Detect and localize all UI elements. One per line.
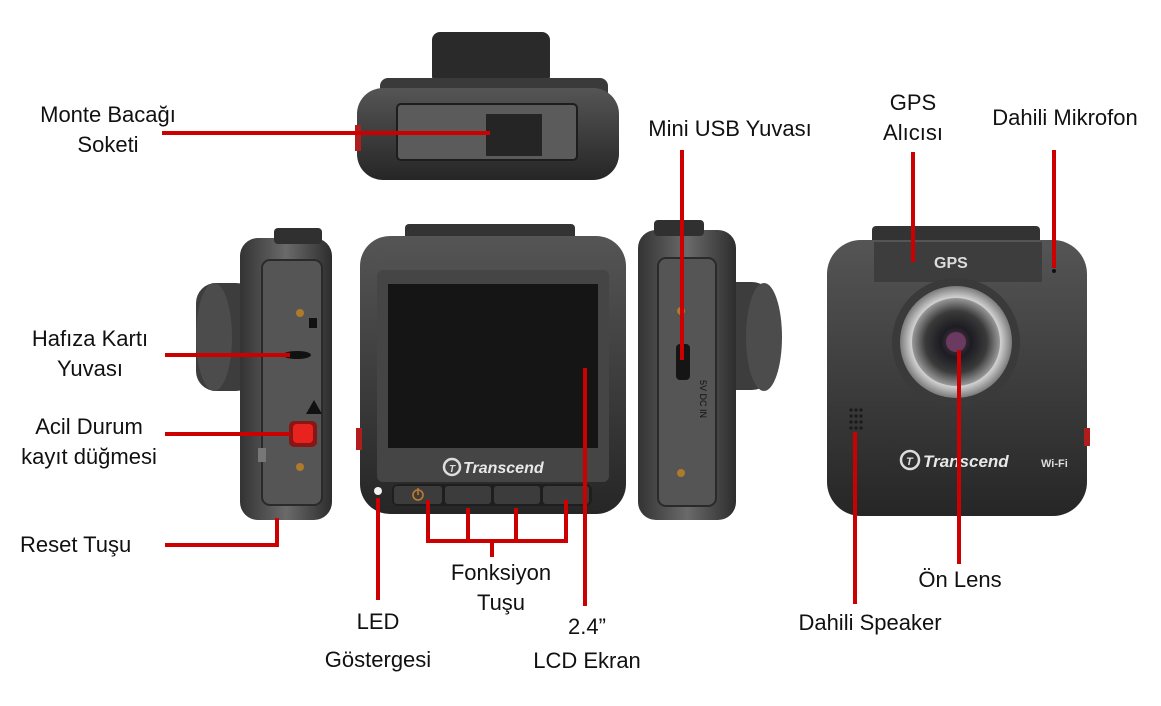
label-gps: GPS Alıcısı: [858, 88, 968, 148]
front-view: T Transcend: [356, 224, 626, 514]
sd-card-icon: [309, 318, 317, 328]
label-mikrofon: Dahili Mikrofon: [992, 105, 1138, 130]
label-led: LED Göstergesi: [308, 603, 448, 679]
label-monte-line1: Monte Bacağı: [40, 102, 176, 127]
lens-brand-logo: Transcend: [923, 452, 1009, 471]
label-lcd-line1: 2.4”: [568, 614, 606, 639]
label-gps-line1: GPS: [889, 90, 937, 115]
label-acil-line2: kayıt düğmesi: [21, 444, 157, 469]
label-hafiza: Hafıza Kartı Yuvası: [10, 324, 170, 384]
label-fonksiyon: Fonksiyon Tuşu: [426, 558, 576, 618]
leader-fonksiyon: [426, 500, 568, 543]
right-side-view: 5V DC IN: [638, 220, 782, 520]
label-hafiza-line1: Hafıza Kartı: [31, 326, 149, 351]
label-fonksiyon-line1: Fonksiyon: [450, 560, 552, 585]
top-view: [355, 32, 619, 180]
label-usb: Mini USB Yuvası: [648, 116, 812, 141]
label-fonksiyon-line2: Tuşu: [476, 590, 526, 615]
label-speaker: Dahili Speaker: [798, 610, 942, 635]
led-indicator: [374, 487, 382, 495]
label-monte-line2: Soketi: [77, 132, 139, 157]
left-side-view: [196, 228, 332, 520]
label-led-line2: Göstergesi: [324, 647, 432, 672]
emergency-button: [293, 424, 313, 443]
wifi-icon: Wi-Fi: [1041, 458, 1068, 470]
svg-text:T: T: [449, 464, 456, 475]
label-gps-line2: Alıcısı: [883, 120, 943, 145]
gps-badge: GPS: [934, 255, 968, 272]
leader-lines: [162, 131, 1056, 606]
label-reset: Reset Tuşu: [20, 532, 132, 557]
label-led-line1: LED: [356, 609, 400, 634]
label-acil-line1: Acil Durum: [35, 414, 143, 439]
label-lens: Ön Lens: [918, 567, 1002, 592]
warning-icon: [306, 400, 322, 414]
svg-text:T: T: [906, 456, 914, 468]
label-lcd-line2: LCD Ekran: [533, 648, 641, 673]
front-brand-logo: Transcend: [463, 460, 545, 477]
label-lcd: 2.4” LCD Ekran: [512, 610, 662, 678]
label-hafiza-line2: Yuvası: [56, 356, 124, 381]
label-acil: Acil Durum kayıt düğmesi: [6, 412, 172, 472]
svg-text:5V DC IN: 5V DC IN: [698, 380, 708, 418]
label-monte: Monte Bacağı Soketi: [18, 100, 198, 160]
leader-reset: [165, 518, 279, 547]
